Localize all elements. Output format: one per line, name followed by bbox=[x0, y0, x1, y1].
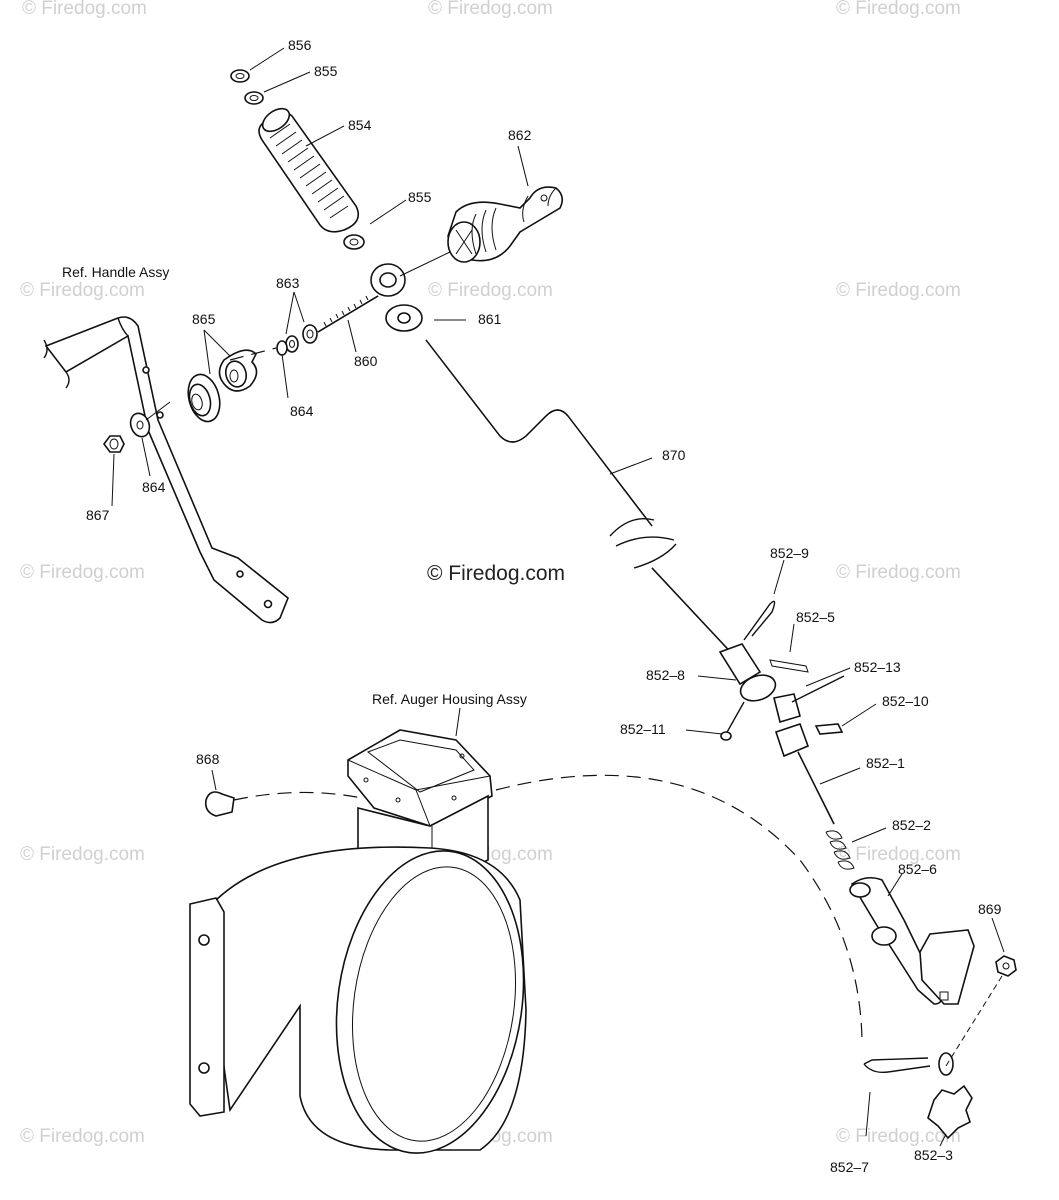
watermark: © Firedog.com bbox=[22, 0, 147, 19]
ref-handle-assy-label: Ref. Handle Assy bbox=[62, 264, 169, 280]
part-864-867 bbox=[103, 401, 171, 453]
label-852-1: 852–1 bbox=[866, 755, 905, 771]
part-865 bbox=[187, 349, 258, 423]
label-852-8: 852–8 bbox=[646, 667, 685, 683]
watermark: © Firedog.com bbox=[428, 0, 553, 19]
part-863 bbox=[229, 324, 318, 361]
label-864: 864 bbox=[290, 403, 314, 419]
label-854: 854 bbox=[348, 117, 372, 133]
watermark: © Firedog.com bbox=[20, 844, 145, 865]
part-854 bbox=[258, 107, 360, 233]
label-852-6: 852–6 bbox=[898, 861, 937, 877]
watermark: © Firedog.com bbox=[836, 1126, 961, 1147]
label-856: 856 bbox=[288, 37, 312, 53]
watermark: © Firedog.com bbox=[20, 1126, 145, 1147]
label-852-13: 852–13 bbox=[854, 659, 901, 675]
watermark: © Firedog.com bbox=[20, 280, 145, 301]
assembly-path bbox=[233, 791, 363, 801]
label-852-3: 852–3 bbox=[914, 1147, 953, 1163]
part-868 bbox=[204, 791, 235, 817]
label-852-2: 852–2 bbox=[892, 817, 931, 833]
label-855: 855 bbox=[314, 63, 338, 79]
ref-auger-housing-label: Ref. Auger Housing Assy bbox=[372, 691, 527, 707]
center-watermark: © Firedog.com bbox=[427, 562, 565, 585]
part-860 bbox=[317, 263, 406, 333]
label-865: 865 bbox=[192, 311, 216, 327]
label-852-9: 852–9 bbox=[770, 545, 809, 561]
handle-assembly bbox=[43, 316, 289, 624]
part-861 bbox=[385, 304, 423, 332]
part-862 bbox=[399, 186, 564, 277]
label-855: 855 bbox=[408, 189, 432, 205]
assembly-path bbox=[495, 774, 863, 1041]
labels: Ref. Handle Assy Ref. Auger Housing Assy… bbox=[62, 37, 1002, 1175]
label-869: 869 bbox=[978, 901, 1002, 917]
watermark: © Firedog.com bbox=[836, 844, 961, 865]
label-864: 864 bbox=[142, 479, 166, 495]
label-863: 863 bbox=[276, 275, 300, 291]
label-861: 861 bbox=[478, 311, 502, 327]
watermark: © Firedog.com bbox=[428, 280, 553, 301]
label-870: 870 bbox=[662, 447, 686, 463]
label-852-7: 852–7 bbox=[830, 1159, 869, 1175]
leader-lines bbox=[111, 47, 1005, 1147]
label-852-10: 852–10 bbox=[882, 693, 929, 709]
part-855 bbox=[343, 234, 365, 250]
label-852-5: 852–5 bbox=[796, 609, 835, 625]
label-868: 868 bbox=[196, 751, 220, 767]
watermark: © Firedog.com bbox=[836, 562, 961, 583]
label-862: 862 bbox=[508, 127, 532, 143]
label-852-11: 852–11 bbox=[620, 721, 666, 737]
part-852-linkage bbox=[718, 600, 1017, 1140]
auger-housing bbox=[189, 729, 527, 1154]
watermarks: © Firedog.com © Firedog.com © Firedog.co… bbox=[20, 0, 961, 1147]
watermark: © Firedog.com bbox=[836, 280, 961, 301]
label-867: 867 bbox=[86, 507, 110, 523]
watermark: © Firedog.com bbox=[836, 0, 961, 19]
part-856-855 bbox=[230, 69, 264, 105]
label-860: 860 bbox=[354, 353, 378, 369]
watermark: © Firedog.com bbox=[20, 562, 145, 583]
part-870 bbox=[425, 339, 739, 661]
